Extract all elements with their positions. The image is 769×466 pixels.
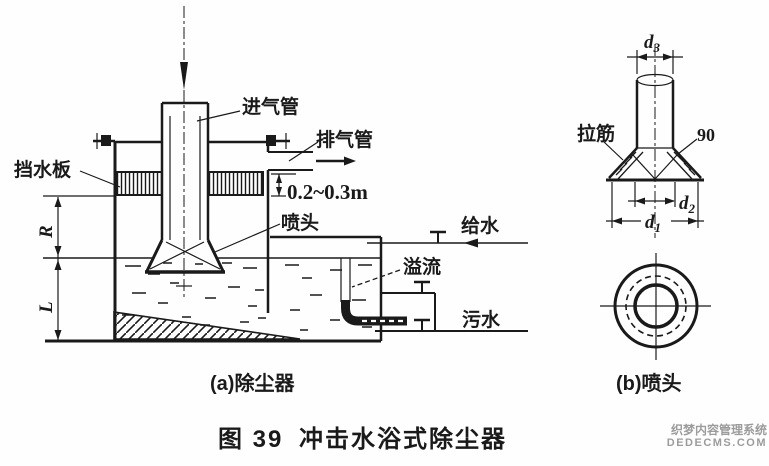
inlet-pipe-leader bbox=[196, 110, 241, 122]
feed-arrow-head bbox=[464, 238, 478, 248]
right-flange-bolt bbox=[266, 133, 290, 149]
watermark-line2: DEDECMS.COM bbox=[667, 437, 767, 449]
gap-dimension: 0.2~0.3m bbox=[271, 173, 368, 204]
d3-label: d3 bbox=[644, 32, 661, 55]
panel-a-caption: (a)除尘器 bbox=[210, 371, 295, 395]
d2-dimension: d2 bbox=[628, 182, 696, 216]
d1-label: d1 bbox=[645, 212, 661, 235]
left-flange-bolt bbox=[93, 133, 115, 149]
flow-down-arrow bbox=[180, 62, 188, 90]
watermark-line1: 织梦内容管理系统 bbox=[671, 422, 767, 437]
feed-water-pipe bbox=[367, 230, 528, 248]
tie-rib-hatch bbox=[615, 151, 696, 180]
baffle-leader bbox=[79, 170, 121, 188]
tie-rib-label: 拉筋 bbox=[577, 122, 615, 145]
panel-a-dust-collector: 0.2~0.3m R L 进气管 排气管 挡水板 喷头 给水 溢流 污水 (a)… bbox=[14, 6, 528, 395]
waste-water-label: 污水 bbox=[462, 309, 501, 331]
spray-cone-detail bbox=[606, 147, 704, 182]
d2-label: d2 bbox=[679, 193, 696, 216]
tie-rib-leader bbox=[603, 141, 624, 161]
exhaust-pipe-leader bbox=[288, 141, 319, 162]
left-dimensions: R L bbox=[36, 195, 115, 340]
watermark: 织梦内容管理系统 DEDECMS.COM bbox=[667, 422, 767, 449]
overflow-label: 溢流 bbox=[403, 255, 441, 278]
exhaust-duct bbox=[268, 151, 356, 171]
d3-dimension: d3 bbox=[627, 32, 683, 74]
baffle-label: 挡水板 bbox=[14, 158, 72, 181]
figure-title: 冲击水浴式除尘器 bbox=[299, 425, 507, 453]
exhaust-pipe-label: 排气管 bbox=[316, 128, 373, 151]
inlet-pipe-label: 进气管 bbox=[242, 95, 299, 118]
gap-dimension-label: 0.2~0.3m bbox=[287, 180, 368, 204]
spray-tube bbox=[635, 73, 675, 149]
feed-water-label: 给水 bbox=[461, 214, 500, 237]
drain-plumbing bbox=[375, 280, 528, 332]
water-baffle bbox=[116, 171, 264, 196]
panel-b-spray-head: d3 d2 bbox=[577, 32, 715, 395]
spray-head-top-view bbox=[600, 253, 711, 360]
sump-valve bbox=[414, 280, 430, 293]
figure-number: 图 39 bbox=[218, 426, 283, 453]
feed-valve bbox=[430, 230, 446, 243]
inlet-pipe bbox=[160, 101, 210, 240]
dim-l-label: L bbox=[36, 301, 57, 314]
overflow-leader bbox=[351, 269, 401, 288]
figure-caption: 图 39 冲击水浴式除尘器 bbox=[218, 425, 507, 453]
spray-cone-section bbox=[145, 239, 225, 287]
sediment-wedge bbox=[113, 311, 301, 340]
angle-leader bbox=[677, 138, 698, 155]
chamber-roof bbox=[93, 133, 290, 149]
d1-dimension: d1 bbox=[606, 182, 704, 235]
overflow-pipe bbox=[340, 258, 407, 326]
spray-head-leader bbox=[214, 223, 281, 253]
exhaust-arrow-head bbox=[344, 156, 356, 166]
spray-head-label: 喷头 bbox=[281, 212, 319, 234]
dim-r-label: R bbox=[36, 225, 57, 239]
waste-valve bbox=[414, 318, 430, 331]
panel-b-caption: (b)喷头 bbox=[616, 372, 682, 395]
angle-label: 90 bbox=[697, 125, 715, 145]
